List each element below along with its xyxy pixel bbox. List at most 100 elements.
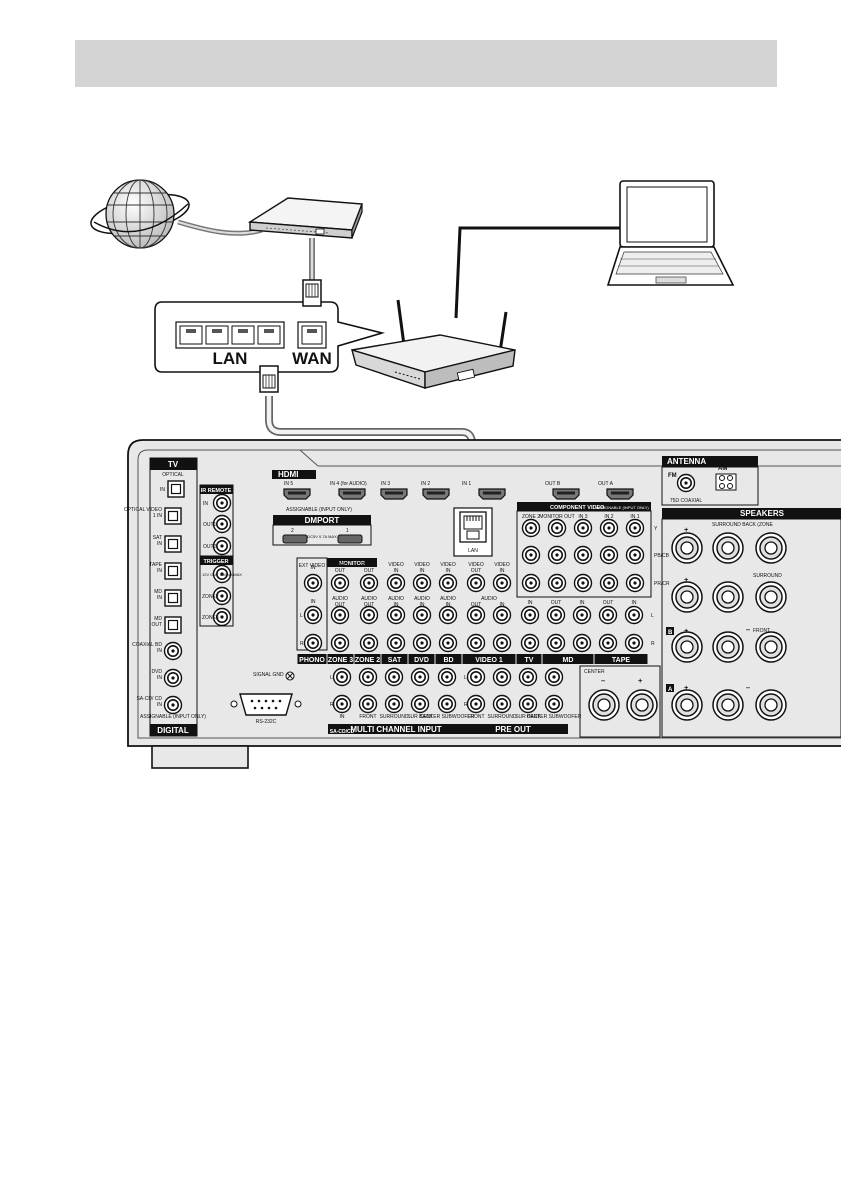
jack-label: IN bbox=[446, 568, 451, 574]
monitor-label: MONITOR bbox=[339, 561, 365, 567]
rca-jack bbox=[572, 605, 592, 625]
rs232c-label: RS-232C bbox=[256, 719, 277, 725]
rca-jack bbox=[624, 633, 644, 653]
section-bar bbox=[435, 654, 462, 664]
rca-jack bbox=[572, 633, 592, 653]
section-bar bbox=[516, 654, 542, 664]
rca-jack bbox=[492, 605, 512, 625]
component-column-label: IN 3 bbox=[578, 514, 587, 520]
section-label: VIDEO 1 bbox=[475, 657, 503, 664]
rca-jack bbox=[521, 545, 541, 565]
fb-plus: + bbox=[684, 626, 689, 635]
multi-channel-label: CENTER SUBWOOFER bbox=[420, 714, 475, 720]
hdmi-in5-label: IN 5 bbox=[284, 481, 293, 487]
component-row-label: Y bbox=[654, 526, 658, 532]
jack-label: VIDEO bbox=[440, 562, 456, 568]
jack-label: IN bbox=[500, 602, 505, 608]
rca-jack bbox=[466, 667, 486, 687]
rca-jack bbox=[466, 633, 486, 653]
fm-coaxial-label: 75Ω COAXIAL bbox=[670, 498, 703, 504]
multi-channel-label: R bbox=[330, 702, 334, 708]
ir-out2-label: OUT2 bbox=[203, 544, 217, 550]
rca-jack bbox=[599, 573, 619, 593]
hdmi-in3-label: IN 3 bbox=[381, 481, 390, 487]
jack-label: VIDEO bbox=[361, 562, 377, 568]
optical-label: OPTICAL bbox=[162, 472, 184, 478]
header-bar bbox=[75, 40, 777, 87]
speaker-b-label: B bbox=[668, 630, 673, 636]
trigger-label: TRIGGER bbox=[203, 559, 228, 565]
rca-jack bbox=[625, 518, 645, 538]
jack-label: VIDEO bbox=[468, 562, 484, 568]
digital-input-label: SAT bbox=[153, 535, 162, 541]
dmport-spec-label: DC5V 0.7A MAX bbox=[307, 534, 337, 539]
rca-jack bbox=[437, 694, 457, 714]
center-plus: + bbox=[638, 676, 643, 685]
jack-label: R bbox=[651, 641, 655, 647]
section-label: TV bbox=[525, 657, 534, 664]
digital-label: DIGITAL bbox=[157, 726, 189, 735]
digital-input-label: OPTICAL VIDEO bbox=[124, 507, 162, 513]
surround-back-label: SURROUND BACK (ZONE bbox=[712, 522, 774, 528]
jack-label: IN bbox=[446, 602, 451, 608]
section-bar bbox=[381, 654, 408, 664]
modem-icon bbox=[247, 197, 363, 239]
hdmi-assignable-label: ASSIGNABLE (INPUT ONLY) bbox=[286, 507, 352, 513]
rca-jack bbox=[547, 545, 567, 565]
hdmi-in2-label: IN 2 bbox=[421, 481, 430, 487]
fb-minus: – bbox=[746, 625, 750, 634]
pre-out-label: FRONT bbox=[467, 714, 484, 720]
rca-jack bbox=[544, 667, 564, 687]
rca-jack bbox=[521, 518, 541, 538]
jack-label: OUT bbox=[603, 600, 614, 606]
section-label: DVD bbox=[414, 657, 429, 664]
section-label: PHONO bbox=[299, 657, 325, 664]
digital-input-label: IN bbox=[157, 541, 162, 547]
center-minus: – bbox=[601, 676, 605, 685]
component-column-label: IN 2 bbox=[604, 514, 613, 520]
ir-in-label: IN bbox=[203, 501, 208, 507]
trigger-zone3-label: ZONE3 bbox=[202, 615, 219, 621]
pre-out-label: CENTER SUBWOOFER bbox=[527, 714, 582, 720]
rca-jack bbox=[437, 667, 457, 687]
pre-out-label: L bbox=[464, 675, 467, 681]
speakers-label: SPEAKERS bbox=[740, 509, 785, 518]
router-ports-callout: LAN WAN bbox=[154, 301, 386, 373]
dmport-1-label: 1 bbox=[346, 528, 349, 534]
rca-jack bbox=[518, 667, 538, 687]
rca-jack bbox=[492, 633, 512, 653]
rca-jack bbox=[384, 667, 404, 687]
fa-plus: + bbox=[684, 683, 689, 692]
surround-label: SURROUND bbox=[753, 573, 782, 579]
section-bar bbox=[297, 654, 327, 664]
rca-jack bbox=[492, 694, 512, 714]
jack-label: OUT bbox=[471, 602, 482, 608]
digital-input-label: SA-CD/ CD bbox=[136, 696, 162, 702]
rca-jack bbox=[625, 545, 645, 565]
rca-jack bbox=[438, 633, 458, 653]
digital-input-label: COAXIAL BD bbox=[132, 642, 162, 648]
rca-jack bbox=[544, 694, 564, 714]
digital-input-label: TAPE bbox=[149, 562, 162, 568]
rca-jack bbox=[303, 573, 323, 593]
rca-jack bbox=[466, 605, 486, 625]
digital-input-label: MD bbox=[154, 589, 162, 595]
assignable-label: ASSIGNABLE (INPUT ONLY) bbox=[140, 714, 206, 720]
section-label: ZONE 3 bbox=[328, 657, 353, 664]
jack-label: IN bbox=[394, 568, 399, 574]
section-bar bbox=[594, 654, 648, 664]
jack-label: VIDEO bbox=[332, 562, 348, 568]
rca-jack bbox=[332, 694, 352, 714]
digital-input-label: DVD bbox=[151, 669, 162, 675]
rca-jack bbox=[359, 573, 379, 593]
hdmi-label: HDMI bbox=[278, 470, 298, 479]
tv-label: TV bbox=[168, 460, 179, 469]
jack-label: VIDEO bbox=[494, 562, 510, 568]
rca-jack bbox=[410, 694, 430, 714]
jack-label: AUDIO bbox=[361, 596, 377, 602]
jack-label: IN bbox=[528, 600, 533, 606]
rca-jack bbox=[573, 518, 593, 538]
component-video-label: COMPONENT VIDEO bbox=[550, 505, 605, 511]
trigger-zone2-label: ZONE2 bbox=[202, 594, 219, 600]
section-label: SAT bbox=[388, 657, 402, 664]
